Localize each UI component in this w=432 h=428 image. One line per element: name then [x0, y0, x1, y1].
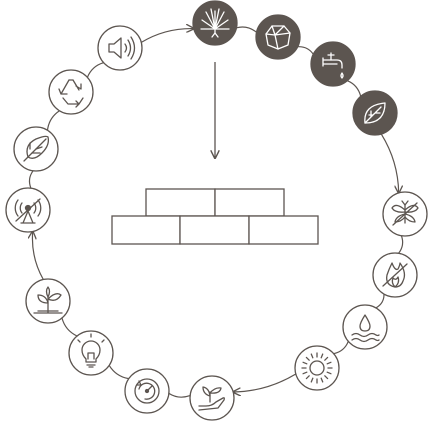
node-fire-resistant: [372, 252, 418, 298]
recycle-icon: [58, 79, 84, 108]
stone-icon: [265, 25, 291, 50]
node-acoustic-circle: [97, 25, 143, 71]
cycle-arc: [61, 317, 78, 337]
node-water-tap: [310, 41, 356, 87]
hemp-leaf-icon: [200, 8, 230, 38]
node-acoustic: [97, 25, 143, 71]
thermal-sun-icon: [301, 352, 333, 384]
feather-icon: [23, 135, 50, 162]
node-energy-meter: [124, 368, 170, 414]
node-recycle: [48, 69, 94, 115]
cycle-arc: [380, 133, 398, 193]
node-no-radiation: [5, 187, 51, 233]
brick-bottom-middle: [179, 215, 250, 245]
energy-meter-icon: [134, 378, 160, 404]
brick-bottom-left: [111, 215, 181, 245]
speaker-icon: [108, 36, 136, 60]
no-insects-icon: [391, 200, 419, 226]
cycle-arc: [398, 235, 404, 254]
cycle-arcs: [28, 26, 404, 398]
plant-growth-icon: [33, 286, 63, 314]
cycle-nodes: [5, 0, 428, 421]
brick-bottom-right: [248, 215, 319, 245]
cycle-arc: [168, 392, 191, 398]
cycle-arc: [347, 80, 362, 97]
cycle-arc: [32, 232, 44, 280]
no-radiation-icon: [14, 198, 42, 224]
node-leaf: [352, 90, 398, 136]
brick-top-left: [145, 188, 216, 217]
cycle-arc: [140, 29, 193, 43]
moisture-icon: [351, 314, 380, 343]
cycle-arc: [333, 341, 349, 355]
node-thermal: [294, 345, 340, 391]
node-moisture-circle: [342, 304, 388, 350]
brick-top-right: [214, 188, 285, 217]
cycle-arc: [233, 373, 297, 392]
cycle-arc: [28, 170, 34, 189]
node-no-insects: [382, 191, 428, 237]
node-seedling-hand: [189, 375, 235, 421]
no-fire-icon: [382, 262, 408, 288]
cycle-arc: [375, 294, 385, 309]
cycle-arc: [236, 26, 257, 33]
cycle-arc: [46, 110, 60, 131]
node-light: [68, 330, 114, 376]
leaf-icon: [364, 102, 386, 124]
node-seedling-hand-circle: [189, 375, 235, 421]
node-plant-growth: [25, 278, 71, 324]
node-recycle-circle: [48, 69, 94, 115]
node-stone: [255, 14, 301, 60]
node-stone-circle: [255, 14, 301, 60]
cycle-arc: [108, 365, 129, 380]
cycle-arc: [297, 46, 314, 55]
node-hemp: [192, 0, 238, 46]
node-feather: [13, 126, 59, 172]
water-tap-icon: [322, 52, 344, 79]
node-moisture: [342, 304, 388, 350]
hempcrete-bricks-icon: [111, 188, 319, 245]
seedling-hand-icon: [198, 386, 225, 411]
cycle-arc: [86, 62, 104, 78]
lightbulb-icon: [77, 333, 105, 368]
